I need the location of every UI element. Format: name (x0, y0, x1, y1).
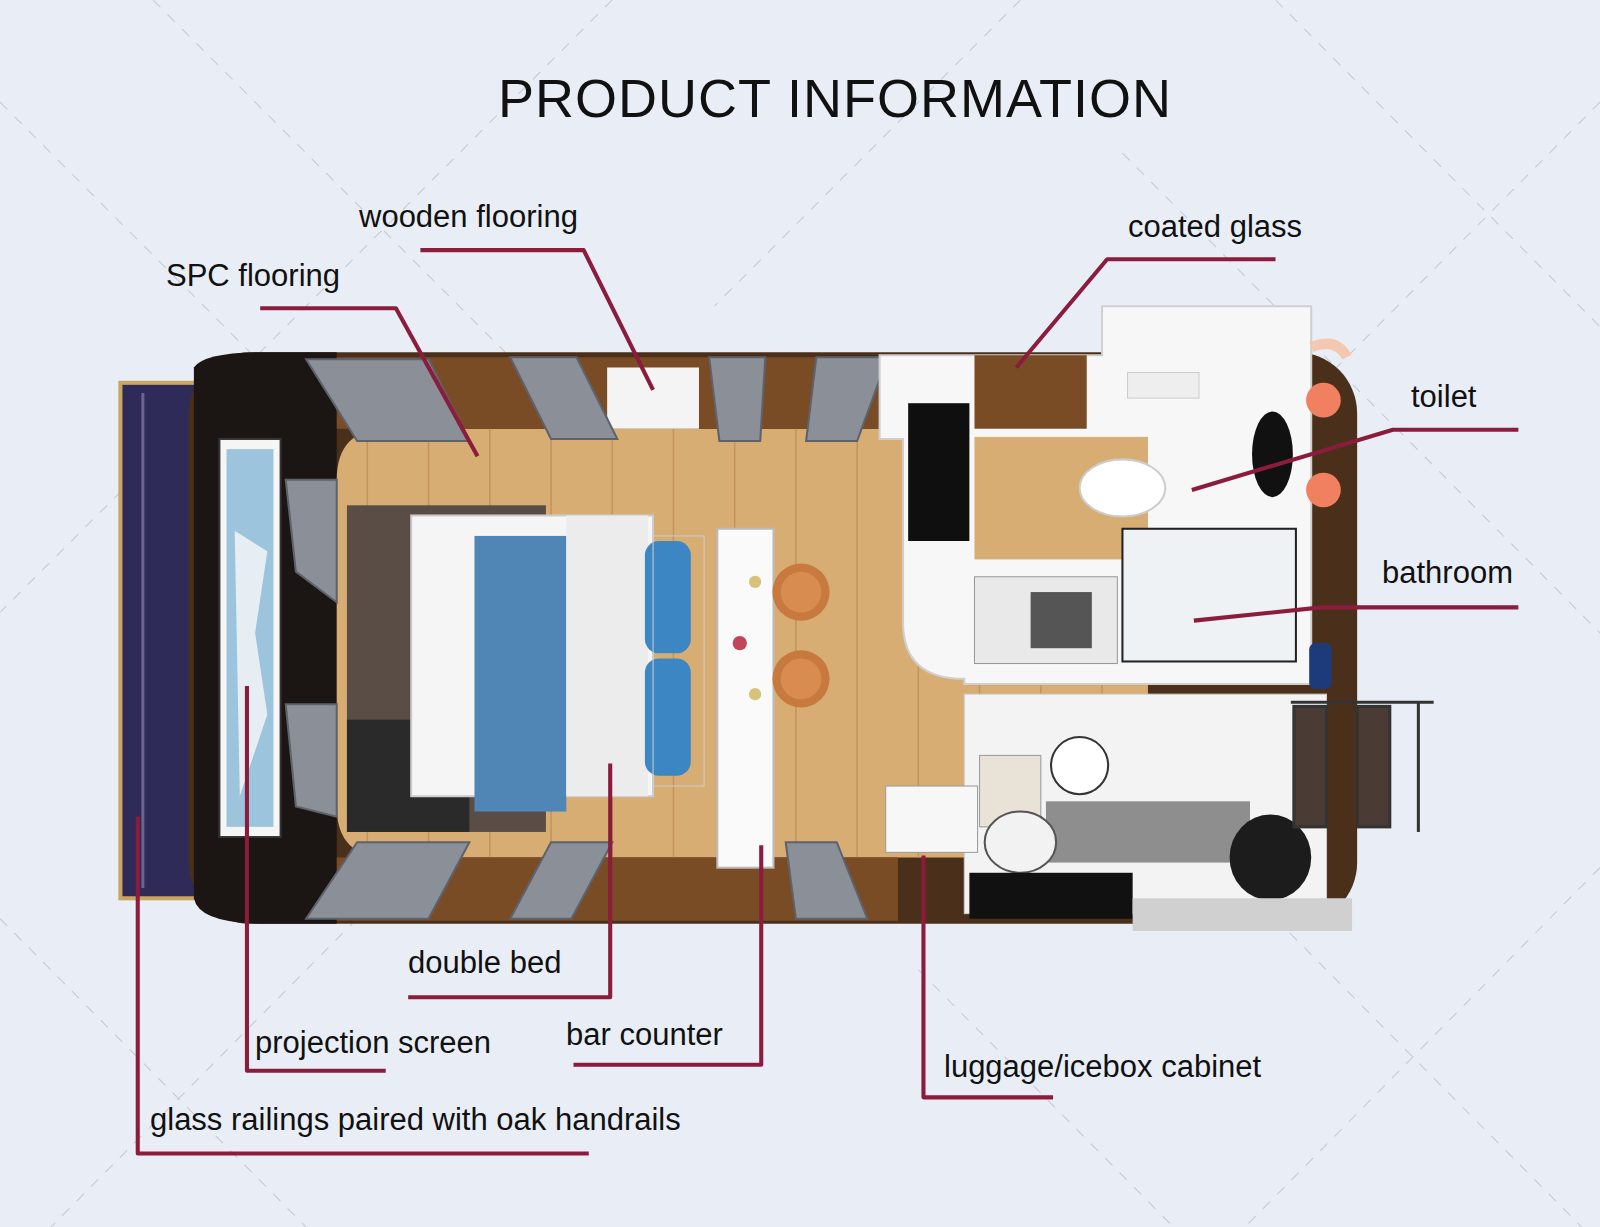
toilet (1080, 459, 1166, 516)
bar-counter (717, 529, 773, 868)
callout-label: toilet (1411, 380, 1476, 414)
callout-label: double bed (408, 946, 561, 980)
callout-label: glass railings paired with oak handrails (150, 1103, 681, 1137)
callout-label: coated glass (1128, 210, 1302, 244)
callout-label: bar counter (566, 1018, 723, 1052)
title: PRODUCT INFORMATION (498, 69, 1172, 128)
projection-screen (219, 439, 280, 837)
callout-label: luggage/icebox cabinet (944, 1050, 1261, 1084)
callout-label: SPC flooring (166, 259, 340, 293)
callout-label: bathroom (1382, 556, 1513, 590)
curtains (286, 357, 888, 918)
bathroom (880, 306, 1312, 684)
callout-label: projection screen (255, 1026, 491, 1060)
callout-label: wooden flooring (359, 200, 578, 234)
leader-lines (138, 250, 1519, 1153)
